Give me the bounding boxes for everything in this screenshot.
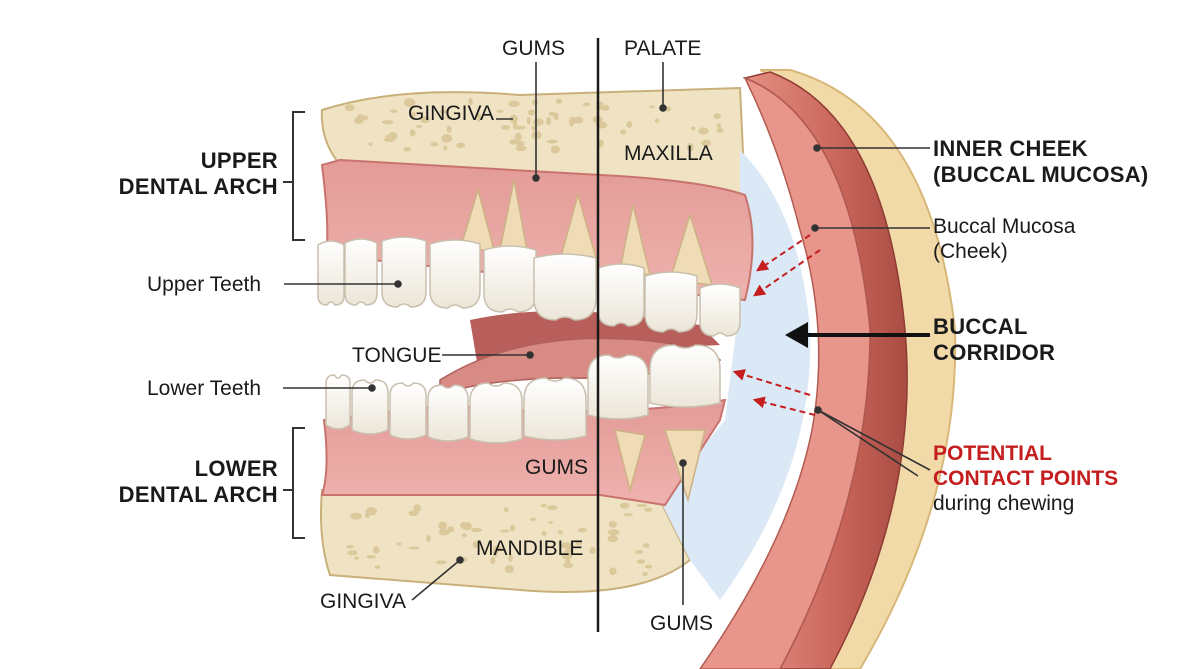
label-gingiva-bottom: GINGIVA bbox=[320, 590, 406, 613]
buccal-corridor-arrow bbox=[785, 322, 808, 348]
lower-tooth bbox=[649, 344, 721, 408]
label-mandible: MANDIBLE bbox=[476, 537, 584, 560]
label-gums-mid: GUMS bbox=[525, 456, 588, 479]
upper-arch-line1: UPPER bbox=[200, 148, 278, 173]
upper-tooth bbox=[533, 253, 597, 321]
buccal-corridor-line2: CORRIDOR bbox=[933, 340, 1056, 366]
inner-cheek-line2: (BUCCAL MUCOSA) bbox=[933, 162, 1149, 188]
label-buccal-mucosa: Buccal Mucosa (Cheek) bbox=[933, 214, 1075, 264]
lower-tooth bbox=[523, 377, 587, 441]
lower-arch-bracket bbox=[283, 427, 305, 539]
label-palate: PALATE bbox=[624, 37, 702, 60]
label-buccal-corridor: BUCCAL CORRIDOR bbox=[933, 314, 1055, 367]
upper-tooth bbox=[381, 236, 427, 308]
label-gums-bottom: GUMS bbox=[650, 612, 713, 635]
buccal-corridor-line1: BUCCAL bbox=[933, 314, 1028, 339]
upper-tooth bbox=[483, 245, 537, 313]
lower-tooth bbox=[587, 354, 649, 420]
buccal-mucosa-line1: Buccal Mucosa bbox=[933, 215, 1076, 238]
upper-tooth bbox=[317, 240, 345, 306]
upper-arch-bracket bbox=[283, 111, 305, 241]
label-gums-top: GUMS bbox=[502, 37, 565, 60]
contact-line3: during chewing bbox=[933, 492, 1075, 516]
upper-tooth bbox=[429, 239, 481, 309]
label-maxilla: MAXILLA bbox=[624, 142, 713, 165]
label-inner-cheek: INNER CHEEK (BUCCAL MUCOSA) bbox=[933, 136, 1149, 189]
upper-tooth bbox=[597, 263, 645, 327]
upper-tooth bbox=[644, 271, 698, 333]
lower-tooth bbox=[325, 374, 351, 430]
contact-line2: CONTACT POINTS bbox=[933, 467, 1119, 491]
lower-tooth bbox=[427, 384, 469, 442]
inner-cheek-line1: INNER CHEEK bbox=[933, 136, 1088, 161]
label-upper-teeth: Upper Teeth bbox=[147, 273, 262, 296]
label-upper-dental-arch: UPPER DENTAL ARCH bbox=[119, 148, 278, 201]
lower-tooth bbox=[351, 379, 389, 435]
contact-line1: POTENTIAL bbox=[933, 442, 1052, 465]
label-lower-dental-arch: LOWER DENTAL ARCH bbox=[119, 456, 278, 509]
upper-arch-line2: DENTAL ARCH bbox=[118, 174, 278, 200]
upper-tooth bbox=[344, 238, 378, 306]
buccal-mucosa-line2: (Cheek) bbox=[933, 240, 1008, 264]
label-contact-points: POTENTIAL CONTACT POINTS during chewing bbox=[933, 441, 1118, 517]
label-gingiva-top: GINGIVA bbox=[408, 102, 494, 125]
lower-arch-line1: LOWER bbox=[194, 456, 278, 481]
lower-tooth bbox=[389, 382, 427, 440]
lower-tooth bbox=[469, 382, 523, 444]
upper-tooth bbox=[699, 283, 741, 337]
label-tongue: TONGUE bbox=[352, 344, 442, 367]
label-lower-teeth: Lower Teeth bbox=[147, 377, 262, 400]
tongue bbox=[439, 337, 722, 397]
buccal-mucosa bbox=[699, 76, 871, 669]
lower-arch-line2: DENTAL ARCH bbox=[118, 482, 278, 508]
